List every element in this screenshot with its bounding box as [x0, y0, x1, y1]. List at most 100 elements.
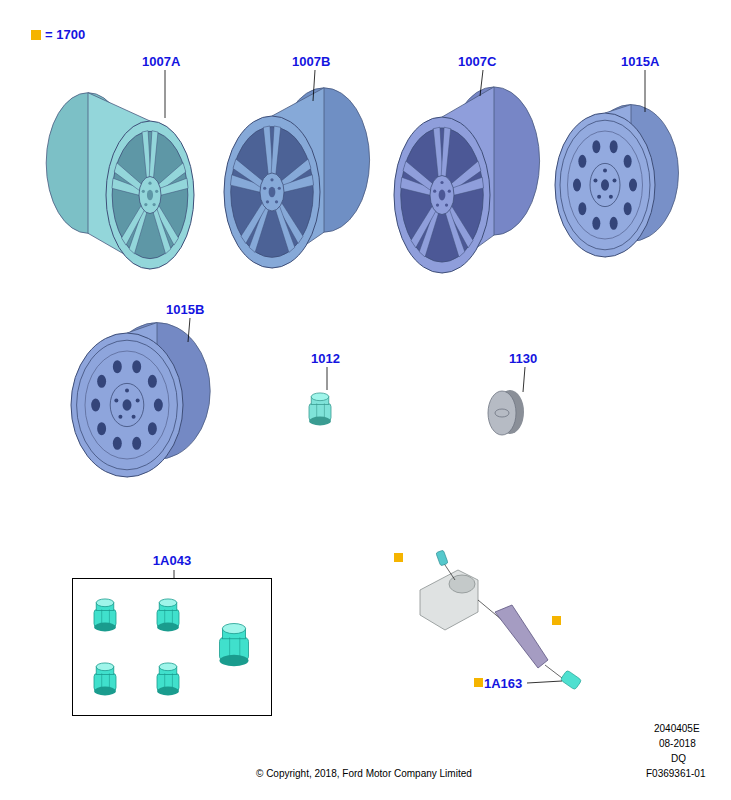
- lug-nut: [309, 393, 331, 425]
- lug-hole: [155, 190, 158, 193]
- vent-hole: [610, 217, 618, 230]
- cap-axis: [545, 665, 562, 678]
- wheel-spoke: [159, 178, 188, 195]
- leader-line: [527, 681, 562, 683]
- center-bore: [123, 399, 132, 411]
- wheel-window: [112, 131, 188, 258]
- leader-line: [645, 70, 646, 112]
- vent-hole: [592, 217, 600, 230]
- kit-box: 1A043: [72, 578, 272, 716]
- callout-number: 1015A: [621, 54, 659, 69]
- lug-hole: [597, 195, 601, 199]
- vent-hole: [578, 202, 586, 215]
- wheel-spoke: [403, 161, 434, 191]
- rim-face: [71, 333, 183, 477]
- callout-number: 1012: [311, 351, 340, 366]
- vent-hole: [154, 399, 163, 412]
- drawing-note: DQ: [671, 753, 686, 765]
- lug-hole: [144, 203, 147, 206]
- nut-top: [159, 663, 177, 671]
- steel-wheel: [555, 105, 679, 257]
- lug-hole: [118, 415, 122, 419]
- center-bore: [439, 190, 446, 201]
- vent-hole: [97, 375, 106, 388]
- wheel-window: [401, 128, 484, 262]
- alloy-wheel: [394, 87, 540, 273]
- leader-line: [313, 70, 315, 101]
- wheel-spoke: [411, 205, 437, 248]
- lug-hole: [436, 203, 439, 206]
- lug-hole: [125, 389, 129, 393]
- drawing-note: F0369361-01: [646, 768, 706, 780]
- valve-stem: [495, 605, 548, 668]
- wheel-spoke: [441, 127, 451, 179]
- vent-hole: [113, 437, 122, 450]
- alloy-wheel: [224, 88, 370, 268]
- vent-hole: [91, 399, 100, 412]
- wheel-spoke: [452, 177, 484, 195]
- lug-hole: [609, 195, 613, 199]
- tpms-sensor: [420, 550, 582, 690]
- vent-hole: [113, 360, 122, 373]
- vent-hole: [629, 179, 637, 192]
- callout-number: 1015B: [166, 302, 204, 317]
- nut-bottom: [94, 623, 116, 632]
- lug-hole: [266, 200, 269, 203]
- sensor-screw: [436, 550, 448, 566]
- disc-ring: [568, 131, 643, 239]
- wheel-hub: [430, 176, 454, 215]
- nut-top: [222, 624, 245, 634]
- lug-hole: [136, 399, 140, 403]
- callout-number: 1007B: [292, 54, 330, 69]
- alloy-wheel: [46, 93, 194, 269]
- leader-line: [523, 367, 525, 392]
- nut-top: [159, 599, 177, 607]
- rim-face: [224, 116, 320, 268]
- nut-flat: [172, 673, 173, 691]
- cap-logo: [495, 409, 509, 417]
- wheel-spoke: [445, 208, 465, 257]
- wheel-spoke: [282, 175, 314, 193]
- vent-hole: [592, 140, 600, 153]
- nut-flat: [239, 637, 240, 660]
- marker-square: [394, 553, 403, 562]
- wheel-spoke: [149, 131, 158, 180]
- nut-bottom: [309, 417, 331, 426]
- wheel-hub: [260, 173, 284, 211]
- nut-top: [311, 393, 329, 401]
- callout-number: 1A043: [73, 553, 271, 568]
- wheel-window: [231, 127, 314, 258]
- vent-hole: [624, 155, 632, 168]
- leader-line: [174, 570, 175, 578]
- nut-flat: [109, 673, 110, 691]
- callout-number: 1007C: [458, 54, 496, 69]
- valve-cap: [560, 670, 582, 690]
- lug-hole: [142, 190, 145, 193]
- lug-nut: [157, 663, 179, 695]
- drawing-note: 2040405E: [654, 723, 700, 735]
- drawing-note: 08-2018: [659, 738, 696, 750]
- nut-flat: [172, 609, 173, 627]
- lug-nut: [157, 599, 179, 631]
- nut-bottom: [157, 623, 179, 632]
- lug-hole: [593, 179, 597, 183]
- leader-line: [480, 70, 483, 96]
- wheel-spoke: [153, 207, 171, 254]
- lug-hole: [278, 187, 281, 190]
- wheel-spoke: [271, 126, 281, 176]
- rim-face: [555, 113, 655, 257]
- marker-square: [552, 616, 561, 625]
- wheel-spoke: [233, 159, 264, 188]
- callout-number: 1007A: [142, 54, 180, 69]
- vent-hole: [132, 360, 141, 373]
- wheel-spoke: [114, 163, 142, 192]
- callout-number: 1A163: [484, 676, 522, 691]
- center-bore: [147, 190, 153, 200]
- vent-hole: [624, 202, 632, 215]
- lug-hole: [603, 169, 607, 173]
- leader-line: [327, 367, 328, 390]
- rim-ring: [560, 120, 650, 250]
- lug-hole: [263, 187, 266, 190]
- lug-hole: [433, 190, 436, 193]
